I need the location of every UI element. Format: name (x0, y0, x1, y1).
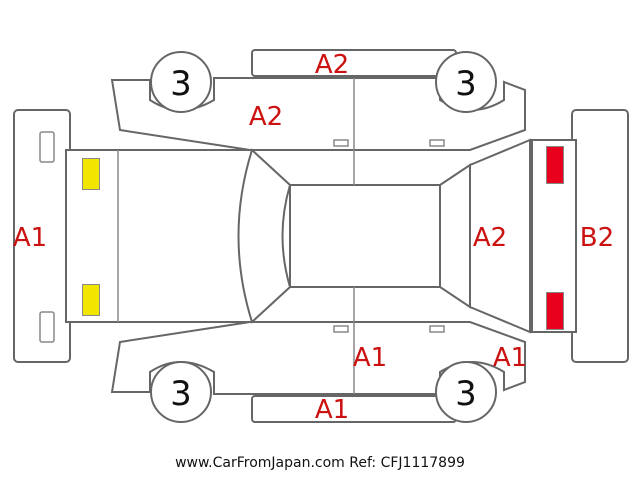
front-lamp-upper (82, 158, 100, 190)
code-roof-top: A2 (315, 50, 349, 80)
code-rear-bumper: B2 (580, 223, 614, 253)
code-bottom-quarter: A1 (493, 343, 527, 373)
windshield (237, 148, 292, 324)
trunk-panel (469, 138, 531, 334)
wheel-front-top-score: 3 (170, 64, 192, 104)
lower-door-handle-2 (429, 325, 445, 333)
lower-door-handle-1 (333, 325, 349, 333)
code-front-door-top: A2 (249, 102, 283, 132)
footer-ref: www.CarFromJapan.com Ref: CFJ1117899 (175, 455, 465, 471)
code-rear-glass: A2 (473, 223, 507, 253)
wheel-front-top: 3 (150, 51, 212, 113)
wheel-rear-top: 3 (435, 51, 497, 113)
wheel-front-bottom: 3 (150, 361, 212, 423)
lower-side-body (110, 321, 526, 395)
front-bumper-light-upper (39, 131, 55, 163)
front-bumper-light-lower (39, 311, 55, 343)
code-bottom-door: A1 (353, 343, 387, 373)
rear-lamp-lower (546, 292, 564, 330)
wheel-rear-top-score: 3 (455, 64, 477, 104)
code-front-bumper: A1 (13, 223, 47, 253)
wheel-front-bottom-score: 3 (170, 374, 192, 414)
wheel-rear-bottom-score: 3 (455, 374, 477, 414)
wheel-rear-bottom: 3 (435, 361, 497, 423)
upper-door-handle-2 (429, 139, 445, 147)
code-bottom-sill: A1 (315, 395, 349, 425)
front-lamp-lower (82, 284, 100, 316)
rear-lamp-upper (546, 146, 564, 184)
upper-door-handle-1 (333, 139, 349, 147)
